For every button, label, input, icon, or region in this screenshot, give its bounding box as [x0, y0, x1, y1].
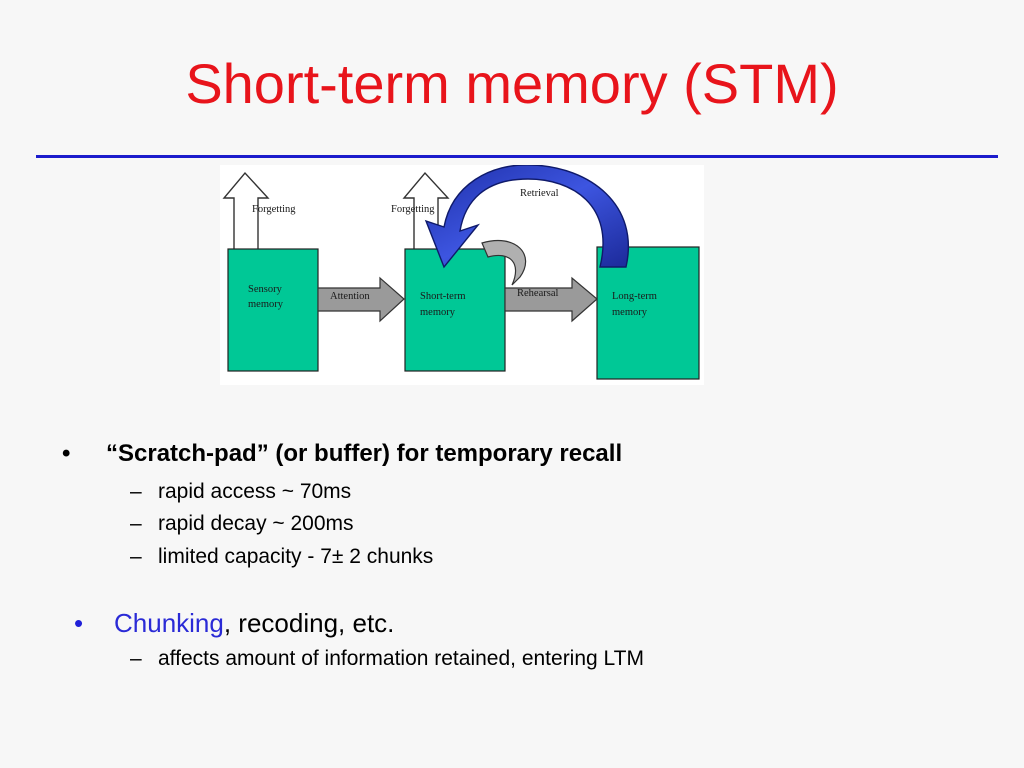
dash-marker: – [130, 647, 142, 670]
short-term-memory-box [404, 248, 506, 372]
attention-arrow [317, 276, 405, 323]
long-term-memory-box [596, 246, 700, 380]
forgetting-label-left: Forgetting [252, 204, 296, 215]
stm-label-2: memory [420, 307, 456, 318]
dash-marker: – [130, 512, 142, 535]
sensory-label-1: Sensory [248, 284, 283, 295]
stm-label-1: Short-term [420, 291, 466, 302]
forgetting-arrow-left [222, 171, 270, 251]
bullet-text: Chunking, recoding, etc. [114, 608, 394, 639]
bullet-marker: • [74, 608, 84, 638]
rehearsal-label: Rehearsal [517, 288, 558, 299]
retrieval-arrow [424, 165, 629, 269]
ltm-label-1: Long-term [612, 291, 657, 302]
memory-model-diagram: Forgetting Forgetting Retrieval Sensory … [220, 165, 704, 385]
subitem-text: limited capacity - 7± 2 chunks [158, 545, 434, 568]
bullet-marker: • [62, 440, 71, 467]
dash-marker: – [130, 480, 142, 503]
subitem-text: affects amount of information retained, … [158, 647, 644, 670]
bullet-text: “Scratch-pad” (or buffer) for temporary … [106, 440, 623, 467]
rehearsal-loop [481, 239, 527, 286]
subitem-text: rapid decay ~ 200ms [158, 512, 354, 535]
rehearsal-arrow [504, 276, 598, 323]
bullet-text-rest: , recoding, etc. [223, 608, 395, 638]
forgetting-label-mid: Forgetting [391, 204, 435, 215]
dash-marker: – [130, 545, 142, 568]
title-underline [36, 155, 998, 158]
attention-label: Attention [330, 291, 370, 302]
sensory-memory-box [227, 248, 319, 372]
slide-title: Short-term memory (STM) [185, 52, 839, 115]
chunking-highlight: Chunking [114, 608, 224, 638]
subitem-text: rapid access ~ 70ms [158, 480, 352, 503]
retrieval-label: Retrieval [520, 188, 559, 199]
sensory-label-2: memory [248, 299, 284, 310]
ltm-label-2: memory [612, 307, 648, 318]
